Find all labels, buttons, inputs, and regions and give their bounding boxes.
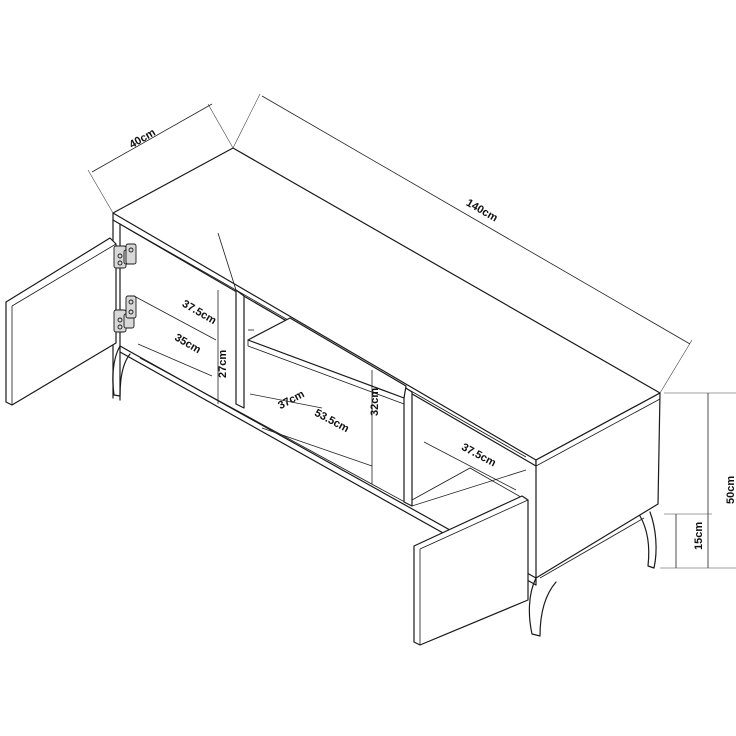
right-side-panel [535,392,661,579]
back-bottom-edge [139,357,527,507]
label-depth: 40cm [127,126,158,151]
dim-left-depth-line [133,295,217,341]
leg-right-back [639,511,657,569]
shelf-front [247,345,405,405]
label-width: 140cm [464,197,500,225]
label-left-height: 27cm [217,350,229,378]
divider-right [403,386,413,507]
cabinet-body [112,147,661,586]
legs [112,345,657,637]
leg-left-front [112,345,131,397]
hinge-lower [113,309,135,333]
label-center-height: 32cm [369,388,381,416]
right-door [413,495,529,646]
dimension-lines [87,93,736,569]
label-shelf-depth: 37cm [276,388,307,412]
dim-right-depth-line [423,441,517,491]
label-right-depth: 37.5cm [459,441,498,469]
left-door-top-edge [11,243,117,307]
label-center-width: 53.5cm [312,407,351,435]
leg-right-front [528,577,557,637]
label-left-depth: 37.5cm [180,298,218,327]
leg-rail [539,517,645,579]
center-shelf [247,317,407,399]
divider-left-top [217,232,237,291]
left-door-panel [5,237,117,406]
label-height: 50cm [725,476,736,504]
label-leg-height: 15cm [693,522,705,550]
dim-shelf-depth-line [249,393,323,409]
dim-center-width-line [261,427,373,467]
hinge-plate-upper [125,243,137,265]
right-door-top-edge [419,499,529,550]
right-door-panel [413,495,529,646]
divider-left [235,289,245,409]
dim-depth-line [91,103,213,173]
right-floor [411,467,527,501]
right-side-top-edge [535,398,661,467]
label-left-width: 35cm [172,332,203,357]
dim-left-width-line [137,343,213,377]
hinge-plate-lower [125,295,137,319]
dim-width-line [261,95,691,345]
left-door [5,237,137,406]
